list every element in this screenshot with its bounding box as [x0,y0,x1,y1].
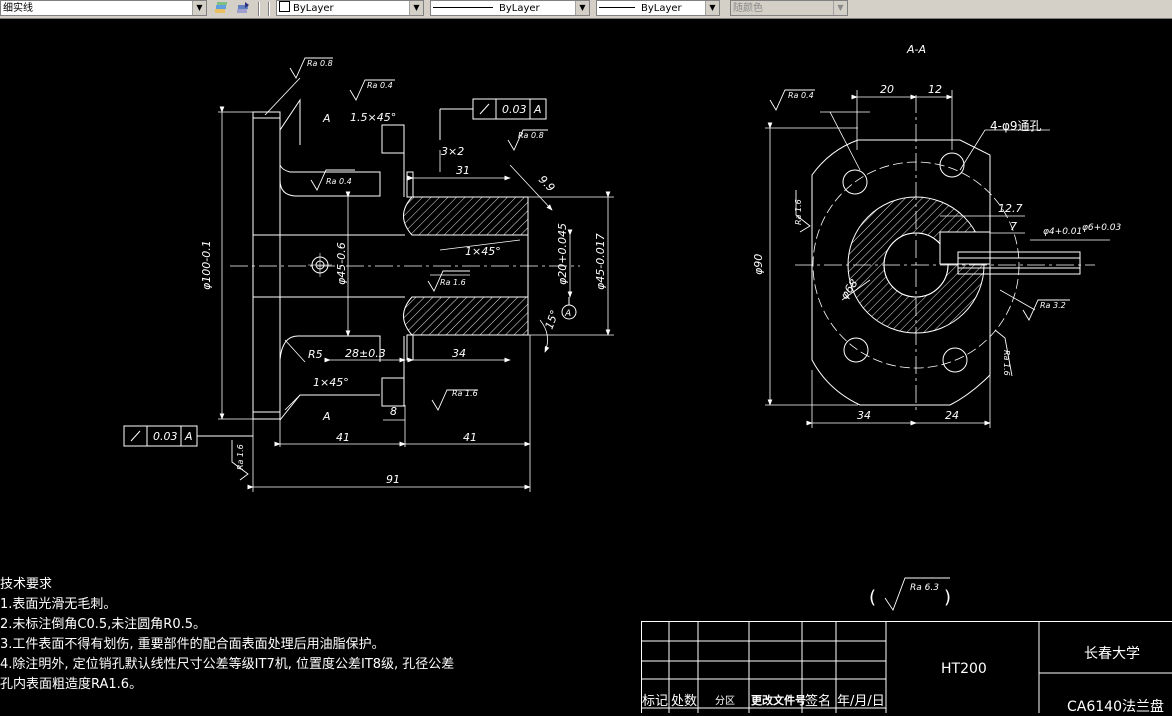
layer-previous-icon[interactable] [234,1,251,16]
paren-left: ( [869,587,876,608]
dim-15-deg: 15° [543,308,562,331]
header-change-doc: 更改文件号 [751,692,806,708]
roughness-label: Ra 0.4 [367,81,393,90]
datum-a-label: A [564,309,571,319]
dim-28: 28±0.3 [345,347,386,360]
dim-keyway-6: φ6+0.03 [1082,223,1122,233]
dim-12-7: 12.7 [998,202,1023,215]
line-preview-icon [433,7,493,8]
roughness-label: Ra 0.4 [326,177,352,186]
header-count: 处数 [671,690,697,709]
dim-shaft-diameter: φ45-0.017 [594,233,607,290]
plotstyle-combo: 随颜色 ▼ [730,0,848,16]
chevron-down-icon[interactable]: ▼ [575,1,589,15]
properties-toolbar: 细实线 ▼ ByLayer ▼ ByLayer ▼ ByLayer ▼ 随颜色 … [0,0,1172,19]
dim-41-left: 41 [336,431,350,444]
tolerance-datum-top: A [533,103,542,116]
note-line: 3.工件表面不得有划伤, 重要部件的配合面表面处理后用油脂保护。 [0,635,454,655]
note-line: 2.未标注倒角C0.5,未注圆角R0.5。 [0,615,454,635]
dim-24: 24 [945,409,959,422]
header-mark: 标记 [642,690,668,709]
dim-34-section: 34 [857,409,871,422]
plotstyle-value: 随颜色 [733,3,763,14]
dim-90: φ90 [752,254,765,275]
linetype-label: 细实线 [3,3,33,14]
chevron-down-icon: ▼ [833,1,847,15]
section-arrow-a-top: A [322,112,331,125]
dim-41-right: 41 [463,431,477,444]
header-signature: 签名 [805,690,831,709]
header-date: 年/月/日 [837,690,885,709]
layer-color-value: ByLayer [293,3,334,14]
section-label: A-A [906,43,926,56]
layer-color-combo[interactable]: ByLayer ▼ [276,0,424,16]
chevron-down-icon[interactable]: ▼ [192,1,206,15]
header-zone: 分区 [715,692,735,707]
roughness-label: Ra 3.2 [1040,301,1066,310]
linetype-value: ByLayer [499,3,540,14]
tolerance-value-bottom: 0.03 [153,430,178,443]
technical-requirements: 技术要求 1.表面光滑无毛刺。 2.未标注倒角C0.5,未注圆角R0.5。 3.… [0,575,454,695]
roughness-label: Ra 1.6 [794,199,803,225]
color-swatch-icon [279,1,290,12]
section-roughness [770,90,1070,610]
chamfer-top: 1.5×45° [350,111,396,124]
dim-bore-diameter: φ20+0.045 [556,223,569,285]
tolerance-value-top: 0.03 [502,103,527,116]
general-roughness-label: Ra 6.3 [910,583,939,593]
dim-20: 20 [880,83,894,96]
note-line: 1.表面光滑无毛刺。 [0,595,454,615]
material-label: HT200 [941,661,987,677]
dim-flange-diameter: φ100-0.1 [200,240,213,290]
dim-hub-diameter: φ45-0.6 [335,242,348,285]
note-line: 孔内表面粗造度RA1.6。 [0,675,454,695]
part-name: CA6140法兰盘 [1067,696,1164,716]
toolbar-separator [258,2,260,16]
roughness-label: Ra 1.6 [440,278,466,287]
lineweight-combo[interactable]: ByLayer ▼ [596,0,720,16]
tolerance-datum-bottom: A [184,430,193,443]
school-name: 长春大学 [1084,643,1140,663]
note-line: 4.除注明外, 定位销孔默认线性尺寸公差等级IT7机, 位置度公差IT8级, 孔… [0,655,454,675]
dim-9-9: 9.9 [536,173,558,195]
toolbar-separator [268,2,270,16]
dim-keyway-4: φ4+0.01 [1043,227,1082,237]
notes-title: 技术要求 [0,575,454,595]
dim-31: 31 [456,164,470,177]
chamfer-bore: 1×45° [465,245,501,258]
front-view [230,100,580,420]
chevron-down-icon[interactable]: ▼ [705,1,719,15]
layer-states-icon[interactable] [212,1,229,16]
dim-r5: R5 [308,348,323,361]
dim-12: 12 [928,83,942,96]
section-arrow-a-bottom: A [322,410,331,423]
roughness-label: Ra 0.4 [788,91,814,100]
holes-label: 4-φ9通孔 [990,119,1042,133]
roughness-label: Ra 0.8 [518,131,544,140]
linetype-value-combo[interactable]: ByLayer ▼ [430,0,590,16]
dim-8: 8 [390,405,397,418]
line-preview-icon [599,7,635,8]
roughness-label: Ra 0.8 [307,59,333,68]
roughness-label: Ra 1.6 [452,389,478,398]
dim-3x2: 3×2 [441,145,464,158]
section-view [795,95,1095,410]
dim-7: 7 [1010,220,1017,233]
chevron-down-icon[interactable]: ▼ [409,1,423,15]
roughness-label: Ra 1.6 [1002,350,1011,376]
lineweight-value: ByLayer [641,3,682,14]
dim-91: 91 [386,473,400,486]
title-block: HT200 长春大学 CA6140法兰盘 标记 处数 分区 更改文件号 签名 年… [641,621,1172,713]
dim-34: 34 [452,347,466,360]
paren-right: ) [944,587,951,608]
roughness-label: Ra 1.6 [236,444,245,470]
linetype-combo[interactable]: 细实线 ▼ [0,0,207,16]
chamfer-bottom: 1×45° [313,376,349,389]
